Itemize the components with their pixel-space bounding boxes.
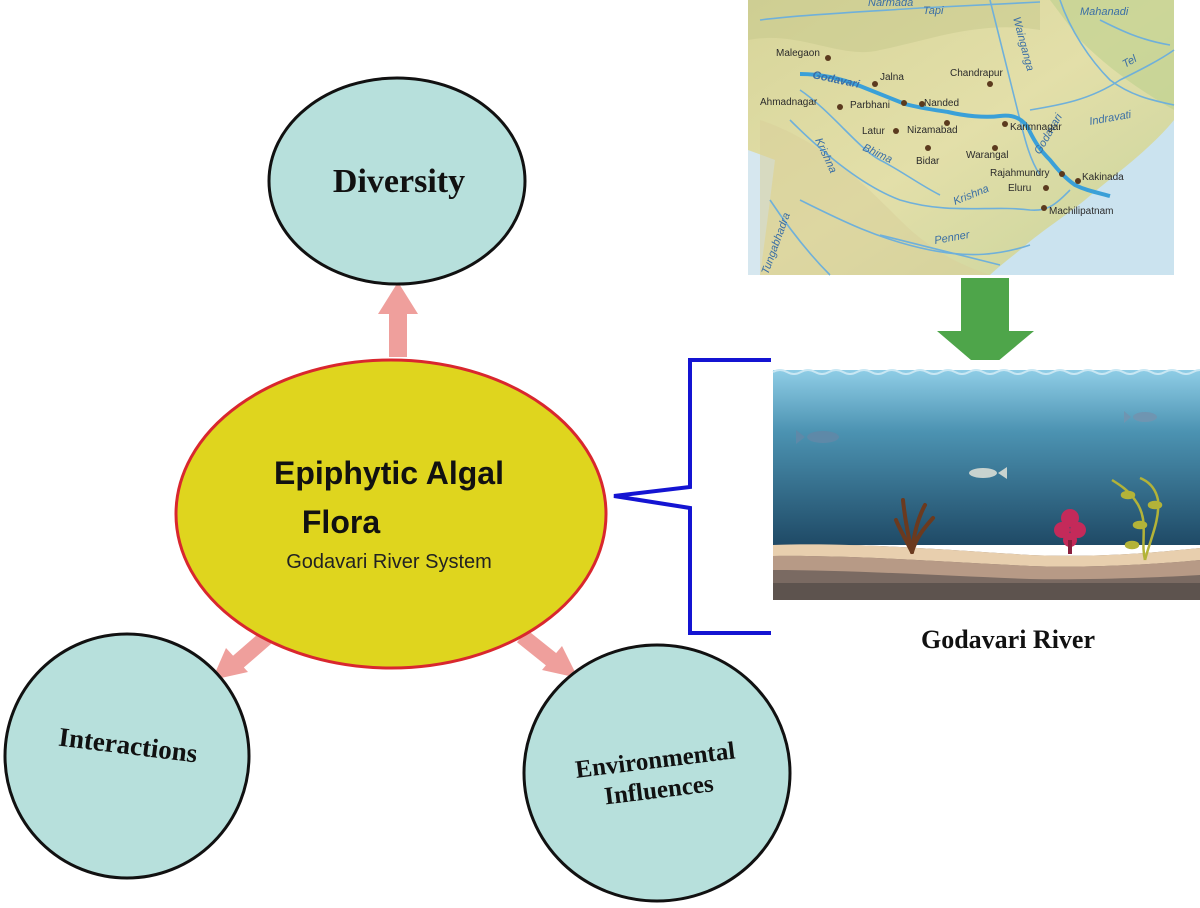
svg-text:Nanded: Nanded <box>924 98 959 109</box>
svg-text:Latur: Latur <box>862 126 885 137</box>
fish-icon <box>796 430 839 444</box>
svg-text:Warangal: Warangal <box>966 150 1008 161</box>
bay-of-bengal <box>990 120 1174 275</box>
svg-text:Bidar: Bidar <box>916 156 940 167</box>
svg-text:Malegaon: Malegaon <box>776 48 820 59</box>
svg-text:Kakinada: Kakinada <box>1082 172 1124 183</box>
svg-text:Narmada: Narmada <box>868 0 913 9</box>
svg-text:Jalna: Jalna <box>880 72 904 83</box>
svg-text:Tapi: Tapi <box>923 5 944 17</box>
minor-rivers <box>759 0 1175 276</box>
svg-text:Karimnagar: Karimnagar <box>1010 122 1062 133</box>
diversity-node: Diversity <box>267 76 527 286</box>
fish-icon <box>1124 411 1157 423</box>
godavari-river-line <box>799 72 1111 198</box>
svg-text:Ahmadnagar: Ahmadnagar <box>760 97 818 108</box>
environmental-influences-node: Environmental Influences <box>522 643 792 903</box>
center-subtitle: Godavari River System <box>286 551 492 573</box>
brown-algae-icon <box>894 498 935 554</box>
svg-text:Mahanadi: Mahanadi <box>1080 6 1129 18</box>
arrow-to-diversity <box>378 282 418 357</box>
svg-text:Nizamabad: Nizamabad <box>907 125 958 136</box>
center-title-line1: Epiphytic Algal <box>274 455 504 491</box>
svg-text:Eluru: Eluru <box>1008 183 1031 194</box>
green-down-arrow <box>937 278 1034 372</box>
svg-text:Rajahmundry: Rajahmundry <box>990 168 1049 179</box>
fish-icon <box>969 467 1007 479</box>
river-illustration <box>772 360 1200 600</box>
interactions-node: Interactions <box>3 632 251 880</box>
arrow-to-environmental <box>517 629 578 678</box>
red-algae-icon <box>1054 509 1086 554</box>
center-node: Epiphytic Algal Flora Godavari River Sys… <box>174 358 608 670</box>
blue-bracket <box>613 358 771 635</box>
city-markers <box>825 55 1081 211</box>
svg-text:Machilipatnam: Machilipatnam <box>1049 206 1113 217</box>
arrow-to-interactions <box>212 629 274 680</box>
svg-text:Chandrapur: Chandrapur <box>950 68 1003 79</box>
godavari-basin-map: Narmada Tapi Wainganga Mahanadi Godavari… <box>748 0 1175 276</box>
svg-text:Parbhani: Parbhani <box>850 100 890 111</box>
river-caption: Godavari River <box>921 625 1095 654</box>
center-title-line2: Flora <box>302 504 380 540</box>
green-algae-icon <box>1111 476 1163 561</box>
diversity-label: Diversity <box>333 163 465 200</box>
